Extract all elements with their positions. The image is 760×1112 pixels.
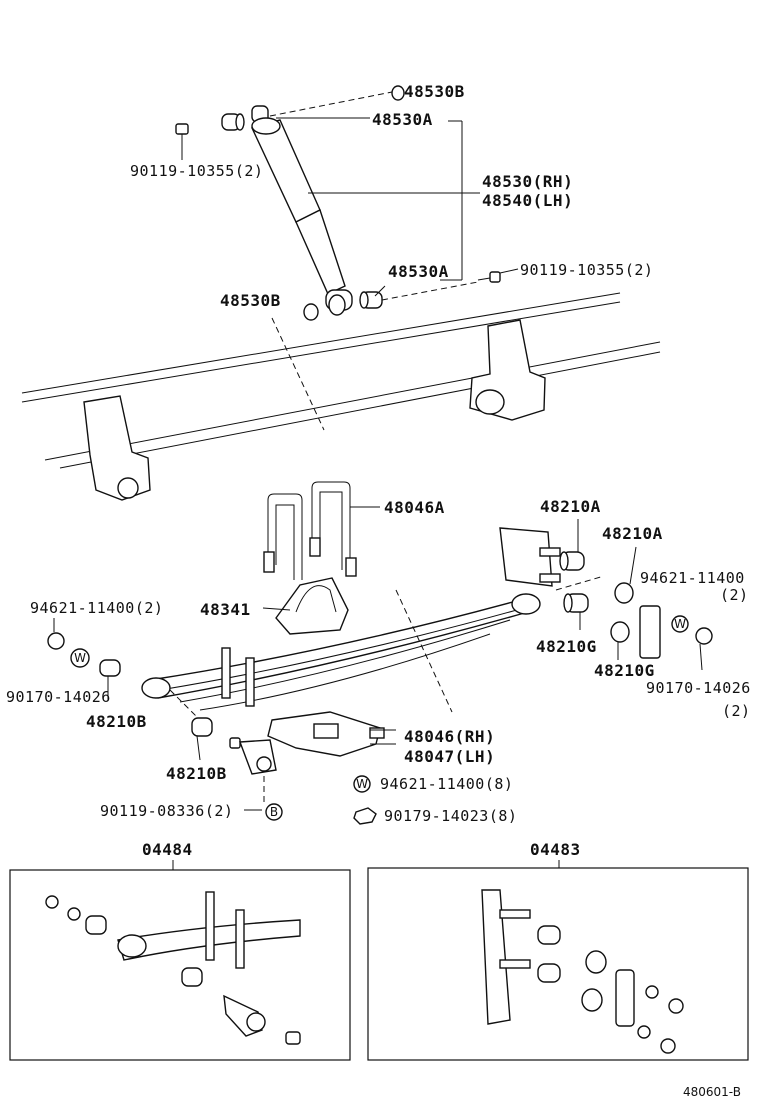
label-48210g-2: 48210G (594, 661, 655, 680)
label-48046-rh: 48046(RH) (404, 727, 495, 746)
bolt-upper-right (477, 271, 501, 283)
svg-text:W: W (74, 651, 86, 665)
label-washer-bottom: 94621-11400(8) (380, 775, 513, 793)
bolt-lower (229, 737, 277, 775)
shock-absorber-body (251, 117, 353, 316)
shackle-plate (639, 605, 661, 659)
label-48530b-top: 48530B (404, 82, 465, 101)
washer-icon-bottom: W (353, 775, 371, 793)
label-48047-lh: 48047(LH) (404, 747, 495, 766)
bushing-48210a-1 (559, 551, 585, 571)
label-bolt-lower: 90119-08336(2) (100, 802, 233, 820)
part-labels: 48530B 48530A 90119-10355(2) 48530(RH) 4… (6, 82, 751, 825)
bushing-48210a-2 (563, 593, 589, 613)
label-washer-left: 94621-11400(2) (30, 599, 163, 617)
label-washer-right-qty: (2) (720, 586, 749, 604)
svg-text:W: W (356, 777, 368, 791)
leaf-spring (141, 593, 541, 711)
svg-text:B: B (270, 805, 278, 819)
bushing-48530b-top (391, 85, 405, 101)
bushing-48530a-top (221, 105, 269, 131)
frame-rail (21, 292, 661, 501)
washer-icon-left: W (74, 651, 86, 665)
label-nut-right: 90170-14026 (646, 679, 751, 697)
nut-right (695, 627, 713, 645)
label-48530a-low: 48530A (388, 262, 449, 281)
bushing-48530b-low (303, 303, 319, 321)
label-nut-left: 90170-14026 (6, 688, 111, 706)
label-kit-04484: 04484 (142, 840, 193, 859)
u-bolt (263, 481, 357, 580)
label-nut-bottom: 90179-14023(8) (384, 807, 517, 825)
label-48046a: 48046A (384, 498, 445, 517)
kit-04483: 04483 (367, 840, 749, 1061)
bushing-48210b-2 (191, 717, 213, 737)
spring-shackle (499, 527, 561, 587)
nut-icon-bottom (353, 807, 377, 825)
diagram-code: 480601-B (683, 1085, 741, 1099)
washer-right (671, 615, 689, 633)
label-nut-right-qty: (2) (722, 702, 751, 720)
shock-absorber-group (175, 85, 519, 321)
spring-seat (267, 711, 385, 757)
label-48540-lh: 48540(LH) (482, 191, 573, 210)
label-48210a-1: 48210A (540, 497, 601, 516)
label-48210b-1: 48210B (86, 712, 147, 731)
bushing-48210b-1 (99, 659, 121, 677)
label-bolt-upper-right: 90119-10355(2) (520, 261, 653, 279)
label-48210b-2: 48210B (166, 764, 227, 783)
bushing-48210g (610, 621, 630, 643)
label-48530b-low: 48530B (220, 291, 281, 310)
kit-04484: 04484 (9, 840, 351, 1061)
label-48341: 48341 (200, 600, 251, 619)
nut-left (47, 632, 65, 650)
bushing-48530a-low (359, 291, 383, 309)
label-48530a-top: 48530A (372, 110, 433, 129)
washer-icon-right: W (674, 617, 686, 631)
label-washer-right: 94621-11400 (640, 569, 745, 587)
bolt-mark-b: B (265, 803, 283, 821)
label-48210g-1: 48210G (536, 637, 597, 656)
label-kit-04483: 04483 (530, 840, 581, 859)
bolt-upper-left (175, 123, 189, 150)
washer-left (70, 648, 90, 668)
label-48210a-2: 48210A (602, 524, 663, 543)
bushing-48210a-3 (614, 582, 634, 604)
svg-text:W: W (674, 617, 686, 631)
label-48530-rh: 48530(RH) (482, 172, 573, 191)
leaf-spring-group (47, 481, 713, 811)
label-bolt-upper-left: 90119-10355(2) (130, 162, 263, 180)
bump-stopper (275, 577, 349, 635)
